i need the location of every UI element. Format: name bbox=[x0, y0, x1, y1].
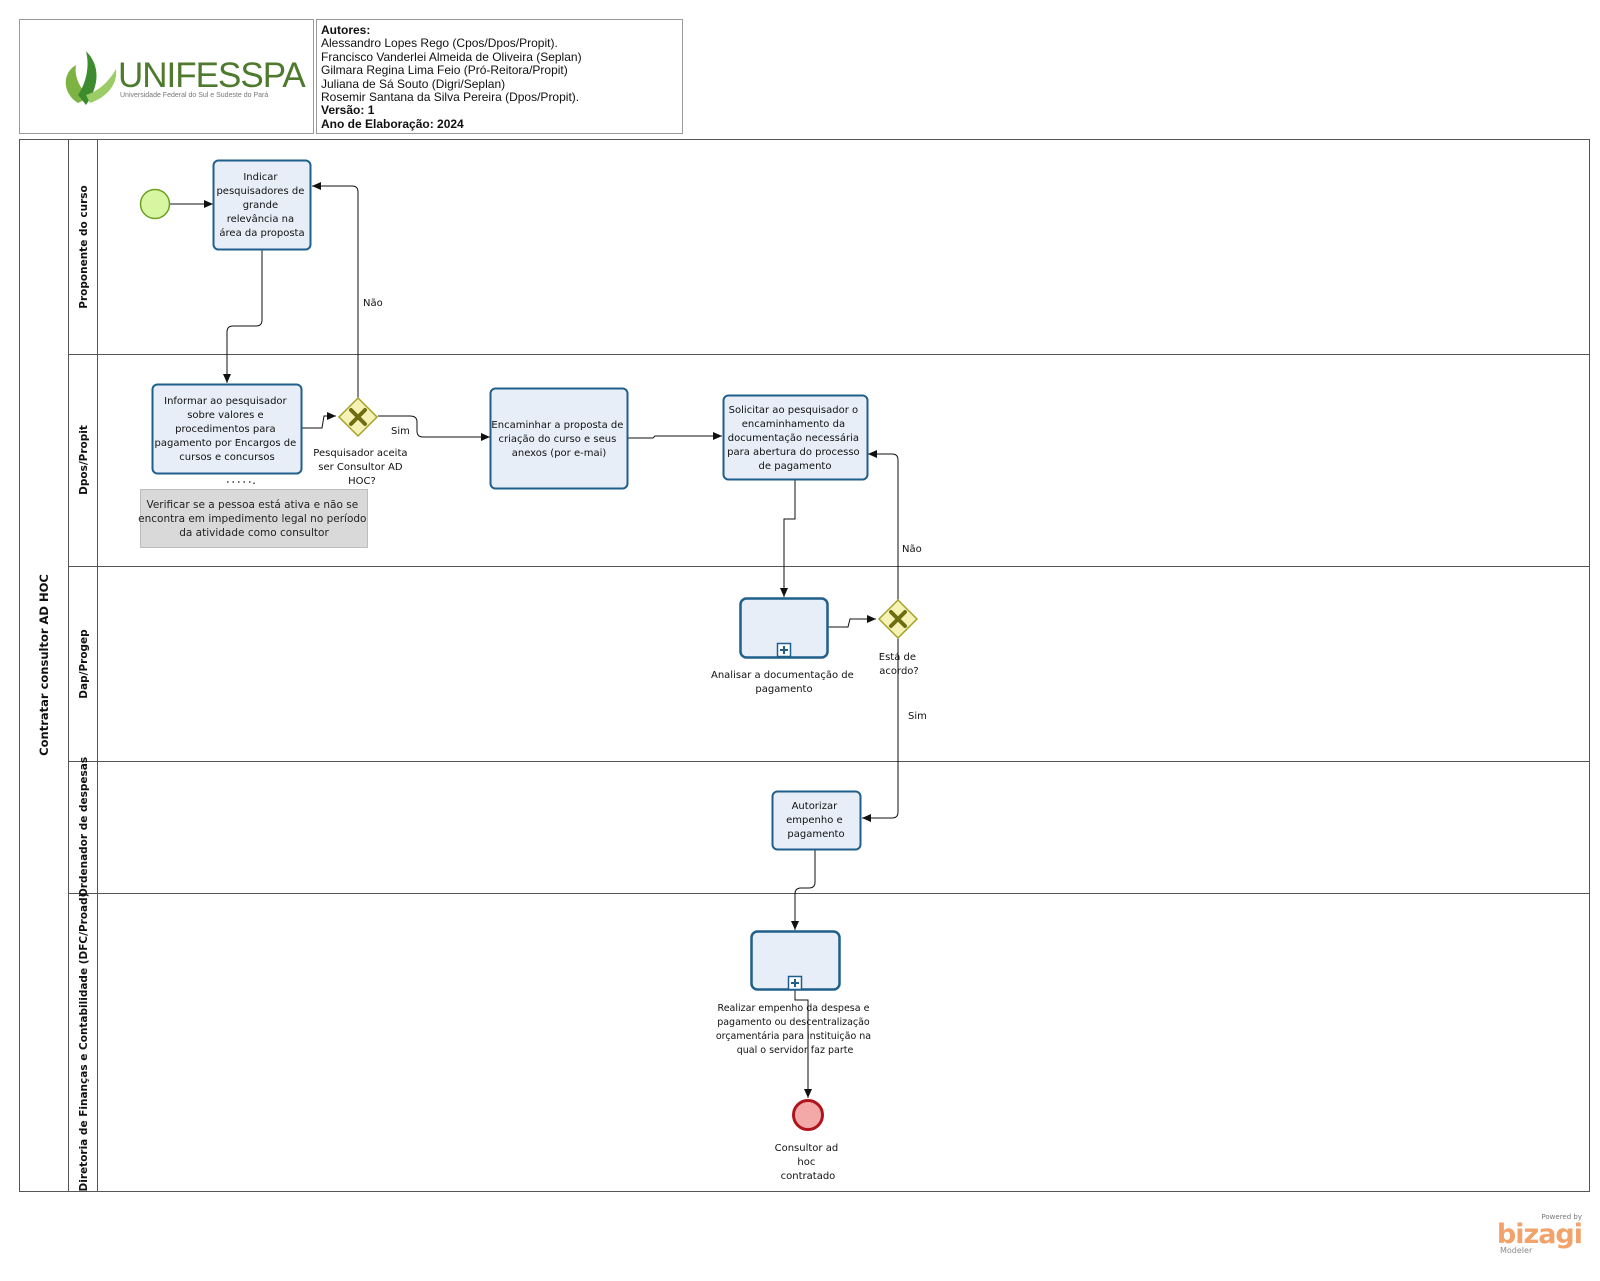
lane-separators bbox=[68, 354, 1590, 894]
flow-encaminhar-to-solicitar bbox=[628, 432, 722, 440]
gateway-aceita[interactable]: Pesquisador aceita ser Consultor AD HOC? bbox=[313, 396, 410, 487]
task-indicar[interactable]: Indicar pesquisadores de grande relevânc… bbox=[212, 159, 312, 251]
version-text: Versão: 1 bbox=[321, 103, 375, 118]
subprocess-realizar[interactable]: Realizar empenho da despesa e pagamento … bbox=[716, 930, 874, 1057]
subprocess-analisar[interactable]: Analisar a documentação de pagamento bbox=[711, 597, 857, 696]
task-indicar-label: Indicar pesquisadores de grande relevânc… bbox=[216, 172, 307, 239]
task-informar[interactable]: Informar ao pesquisador sobre valores e … bbox=[151, 383, 303, 475]
task-solicitar-label: Solicitar ao pesquisador o encaminhament… bbox=[727, 405, 863, 472]
annotation-text: Verificar se a pessoa está ativa e não s… bbox=[138, 499, 370, 539]
author-line: Gilmara Regina Lima Feio (Pró-Reitora/Pr… bbox=[321, 63, 568, 78]
gateway-aceita-label: Pesquisador aceita ser Consultor AD HOC? bbox=[313, 448, 410, 487]
bizagi-brand: Powered by bizagi Modeler bbox=[1497, 1213, 1583, 1255]
authors-box: Autores: Alessandro Lopes Rego (Cpos/Dpo… bbox=[316, 19, 683, 134]
flow-acordo-nao-to-solicitar bbox=[868, 450, 899, 600]
gateway-x-icon bbox=[349, 408, 367, 426]
flow-indicar-to-informar bbox=[223, 250, 263, 383]
flow-label-sim-2: Sim bbox=[908, 711, 927, 722]
pool-title: Contratar consultor AD HOC bbox=[37, 574, 51, 756]
gateway-acordo-label: Está de acordo? bbox=[879, 651, 919, 677]
authors-label: Autores: bbox=[321, 23, 371, 37]
logo-box: UNIFESSPA Universidade Federal do Sul e … bbox=[19, 19, 314, 134]
pool: Contratar consultor AD HOC bbox=[19, 139, 1590, 1192]
year-text: Ano de Elaboração: 2024 bbox=[321, 116, 464, 131]
flow-analisar-to-acordo bbox=[828, 615, 876, 628]
start-event[interactable] bbox=[139, 188, 171, 220]
task-autorizar[interactable]: Autorizar empenho e pagamento bbox=[771, 790, 862, 851]
logo-tagline: Universidade Federal do Sul e Sudeste do… bbox=[120, 92, 269, 99]
task-informar-label: Informar ao pesquisador sobre valores e … bbox=[155, 396, 300, 463]
flow-solicitar-to-analisar bbox=[780, 480, 796, 597]
flow-aceita-sim-to-encaminhar bbox=[378, 415, 490, 441]
author-line: Alessandro Lopes Rego (Cpos/Dpos/Propit)… bbox=[321, 36, 558, 51]
subprocess-realizar-label: Realizar empenho da despesa e pagamento … bbox=[716, 1003, 874, 1056]
task-encaminhar[interactable]: Encaminhar a proposta de criação do curs… bbox=[489, 387, 629, 490]
plus-icon bbox=[780, 646, 788, 654]
lane-label-dpos: Dpos/Propit bbox=[78, 425, 90, 495]
flow-label-sim-1: Sim bbox=[391, 426, 410, 437]
end-event[interactable]: Consultor ad hoc contratado bbox=[775, 1099, 842, 1183]
flow-realizar-to-end bbox=[794, 987, 812, 1098]
lane-label-proponente: Proponente do curso bbox=[78, 185, 90, 308]
task-autorizar-label: Autorizar empenho e pagamento bbox=[786, 801, 846, 840]
plus-icon bbox=[791, 979, 799, 987]
brand-name: bizagi bbox=[1497, 1219, 1582, 1250]
gateway-x-icon bbox=[889, 610, 907, 628]
lane-label-dfc: Diretoria de Finanças e Contabilidade (D… bbox=[78, 893, 90, 1192]
sequence-flows bbox=[170, 182, 899, 1098]
author-line: Juliana de Sá Souto (Digri/Seplan) bbox=[321, 76, 506, 91]
lane-label-dap: Dap/Progep bbox=[78, 629, 90, 699]
flow-label-nao-2: Não bbox=[902, 544, 922, 555]
author-line: Rosemir Santana da Silva Pereira (Dpos/P… bbox=[321, 90, 580, 105]
gateway-acordo[interactable]: Está de acordo? bbox=[877, 598, 919, 677]
subprocess-analisar-label: Analisar a documentação de pagamento bbox=[711, 670, 857, 695]
author-line: Francisco Vanderlei Almeida de Oliveira … bbox=[321, 49, 582, 64]
task-encaminhar-label: Encaminhar a proposta de criação do curs… bbox=[491, 420, 626, 459]
flow-aceita-nao-to-indicar bbox=[312, 182, 359, 398]
powered-by-text: Powered by bbox=[1541, 1213, 1582, 1221]
flow-informar-to-aceita bbox=[302, 412, 336, 429]
flow-acordo-sim-to-autorizar bbox=[862, 638, 899, 822]
task-solicitar[interactable]: Solicitar ao pesquisador o encaminhament… bbox=[722, 394, 869, 481]
leaf-logo-icon bbox=[65, 51, 117, 105]
flow-autorizar-to-realizar bbox=[791, 850, 816, 930]
end-event-label: Consultor ad hoc contratado bbox=[775, 1143, 842, 1182]
product-text: Modeler bbox=[1500, 1246, 1533, 1255]
annotation: Verificar se a pessoa está ativa e não s… bbox=[138, 489, 370, 548]
flow-label-nao-1: Não bbox=[363, 298, 383, 309]
logo-name: UNIFESSPA bbox=[118, 56, 306, 95]
lane-label-ordenador: Ordenador de despesas bbox=[78, 757, 90, 897]
